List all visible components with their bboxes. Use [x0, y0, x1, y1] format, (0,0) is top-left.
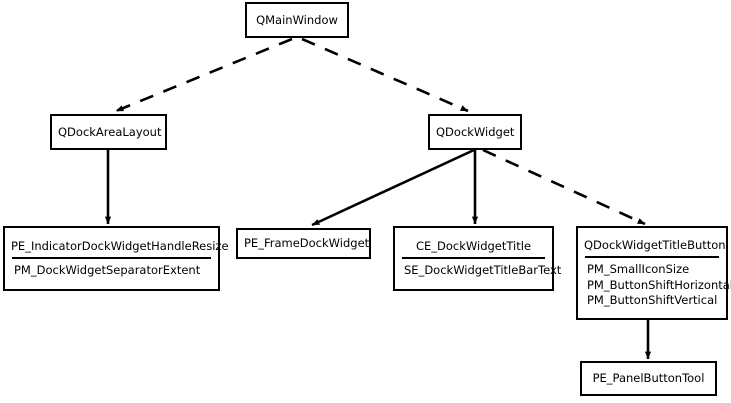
compartment-separator — [402, 257, 545, 260]
node-pe-indicator-title: PE_IndicatorDockWidgetHandleResize — [11, 238, 229, 253]
edge-qmainwindow-qdockarealayout — [115, 37, 293, 113]
node-pe-framedockwidget-title: PE_FrameDockWidget — [244, 236, 370, 251]
node-pe-indicator-dock-widget-handle-resize[interactable]: PE_IndicatorDockWidgetHandleResize PM_Do… — [3, 226, 229, 291]
node-ce-dockwidgettitle[interactable]: CE_DockWidgetTitle SE_DockWidgetTitleBar… — [393, 226, 562, 291]
node-qdockarealayout-title: QDockAreaLayout — [58, 124, 162, 139]
node-qdockwidgettitlebutton[interactable]: QDockWidgetTitleButton PM_SmallIconSize … — [576, 226, 731, 320]
node-qmainwindow-title: QMainWindow — [256, 12, 338, 27]
node-pe-framedockwidget[interactable]: PE_FrameDockWidget — [236, 228, 371, 259]
edge-qmainwindow-qdockwidget — [301, 37, 469, 113]
member-item: PM_ButtonShiftVertical — [587, 292, 718, 307]
node-pe-panelbuttontool[interactable]: PE_PanelButtonTool — [580, 361, 717, 396]
node-pe-panelbuttontool-title: PE_PanelButtonTool — [592, 371, 705, 386]
member-list: PM_SmallIconSize PM_ButtonShiftHorizonta… — [578, 262, 731, 308]
member-item: PM_DockWidgetSeparatorExtent — [14, 263, 201, 278]
node-qdockwidget[interactable]: QDockWidget — [428, 114, 522, 150]
node-qdockarealayout[interactable]: QDockAreaLayout — [50, 114, 167, 150]
member-item: PM_ButtonShiftHorizontal — [587, 277, 731, 292]
edge-qdockwidget-qdockwidgettitlebutton — [482, 148, 646, 226]
compartment-separator — [12, 257, 211, 260]
node-qmainwindow[interactable]: QMainWindow — [245, 2, 349, 38]
member-list: PM_DockWidgetSeparatorExtent — [5, 263, 218, 278]
member-list: SE_DockWidgetTitleBarText — [395, 263, 562, 278]
node-qdockwidgettitlebutton-title: QDockWidgetTitleButton — [584, 238, 726, 253]
edge-qdockwidget-pe-framedockwidget — [311, 148, 475, 227]
member-item: SE_DockWidgetTitleBarText — [404, 263, 562, 278]
node-ce-dockwidgettitle-title: CE_DockWidgetTitle — [415, 238, 532, 253]
member-item: PM_SmallIconSize — [587, 262, 690, 277]
compartment-separator — [585, 256, 719, 259]
node-qdockwidget-title: QDockWidget — [436, 124, 515, 139]
